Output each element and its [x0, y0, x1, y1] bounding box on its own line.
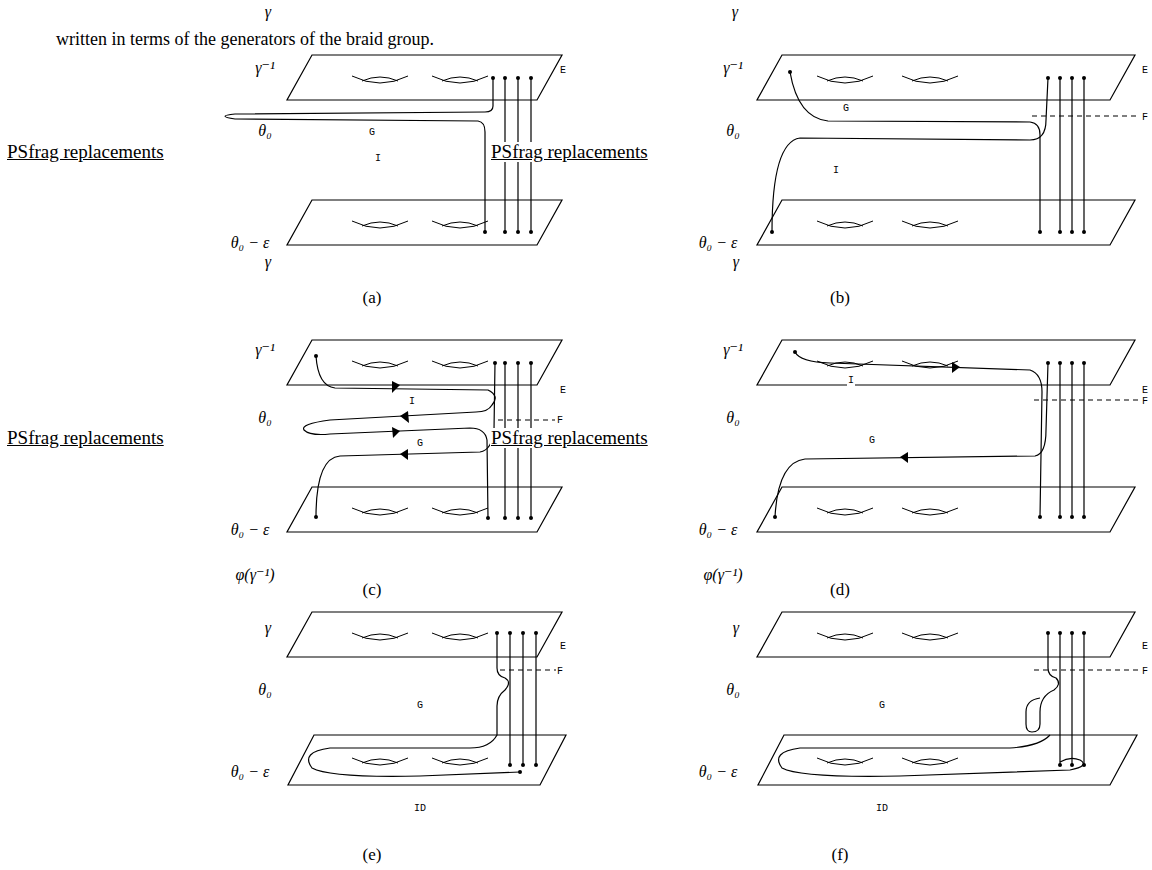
math-label: θ₀ − ε	[230, 521, 271, 539]
region-letter: F	[556, 415, 564, 426]
psfrag-label: PSfrag replacements	[490, 142, 649, 163]
math-label: γ	[732, 619, 740, 637]
math-label: γ	[731, 3, 739, 21]
region-letter: E	[559, 65, 567, 76]
panel-caption: (a)	[362, 289, 383, 308]
region-letter: G	[416, 438, 424, 449]
math-label: γ	[264, 253, 272, 271]
panel-caption: (d)	[829, 581, 851, 600]
math-label: θ₀ − ε	[698, 521, 739, 539]
math-label: γ⁻¹	[722, 59, 744, 77]
region-letter: I	[374, 153, 382, 164]
region-letter: F	[556, 666, 564, 677]
panel-caption: (f)	[831, 846, 850, 865]
math-label: φ(γ⁻¹)	[234, 566, 275, 584]
psfrag-label: PSfrag replacements	[490, 428, 649, 449]
region-letter: G	[842, 103, 850, 114]
region-letter: I	[832, 165, 840, 176]
math-label: θ₀	[725, 681, 740, 699]
region-letter: E	[559, 385, 567, 396]
region-letter: G	[868, 435, 876, 446]
region-letter: G	[368, 127, 376, 138]
region-letter: F	[1141, 666, 1149, 677]
region-letter: E	[1141, 641, 1149, 652]
math-label: γ⁻¹	[254, 59, 276, 77]
region-letter: E	[559, 641, 567, 652]
heading-text: written in terms of the generators of th…	[55, 30, 435, 50]
region-letter: G	[878, 700, 886, 711]
math-label: θ₀ − ε	[230, 763, 271, 781]
panel-caption: (b)	[829, 289, 851, 308]
region-letter: I	[408, 396, 416, 407]
math-label: θ₀ − ε	[230, 234, 271, 252]
math-label: γ	[732, 253, 740, 271]
math-label: θ₀	[257, 122, 272, 140]
math-label: θ₀	[725, 409, 740, 427]
region-letter: ID	[413, 803, 427, 814]
math-label: γ⁻¹	[722, 341, 744, 359]
math-label: θ₀	[257, 681, 272, 699]
region-letter: F	[1141, 112, 1149, 123]
math-label: θ₀	[257, 409, 272, 427]
math-label: γ	[264, 619, 272, 637]
region-letter: ID	[875, 803, 889, 814]
region-letter: E	[1141, 65, 1149, 76]
math-label: φ(γ⁻¹)	[702, 566, 743, 584]
math-label: γ⁻¹	[254, 341, 276, 359]
region-letter: E	[1141, 385, 1149, 396]
psfrag-label: PSfrag replacements	[6, 428, 165, 449]
psfrag-label: PSfrag replacements	[6, 142, 165, 163]
panel-caption: (e)	[362, 846, 383, 865]
region-letter: F	[1141, 396, 1149, 407]
math-label: γ	[264, 3, 272, 21]
region-letter: G	[416, 700, 424, 711]
math-label: θ₀	[725, 122, 740, 140]
math-label: θ₀ − ε	[698, 234, 739, 252]
math-label: θ₀ − ε	[698, 763, 739, 781]
panel-caption: (c)	[362, 581, 383, 600]
region-letter: I	[847, 375, 855, 386]
